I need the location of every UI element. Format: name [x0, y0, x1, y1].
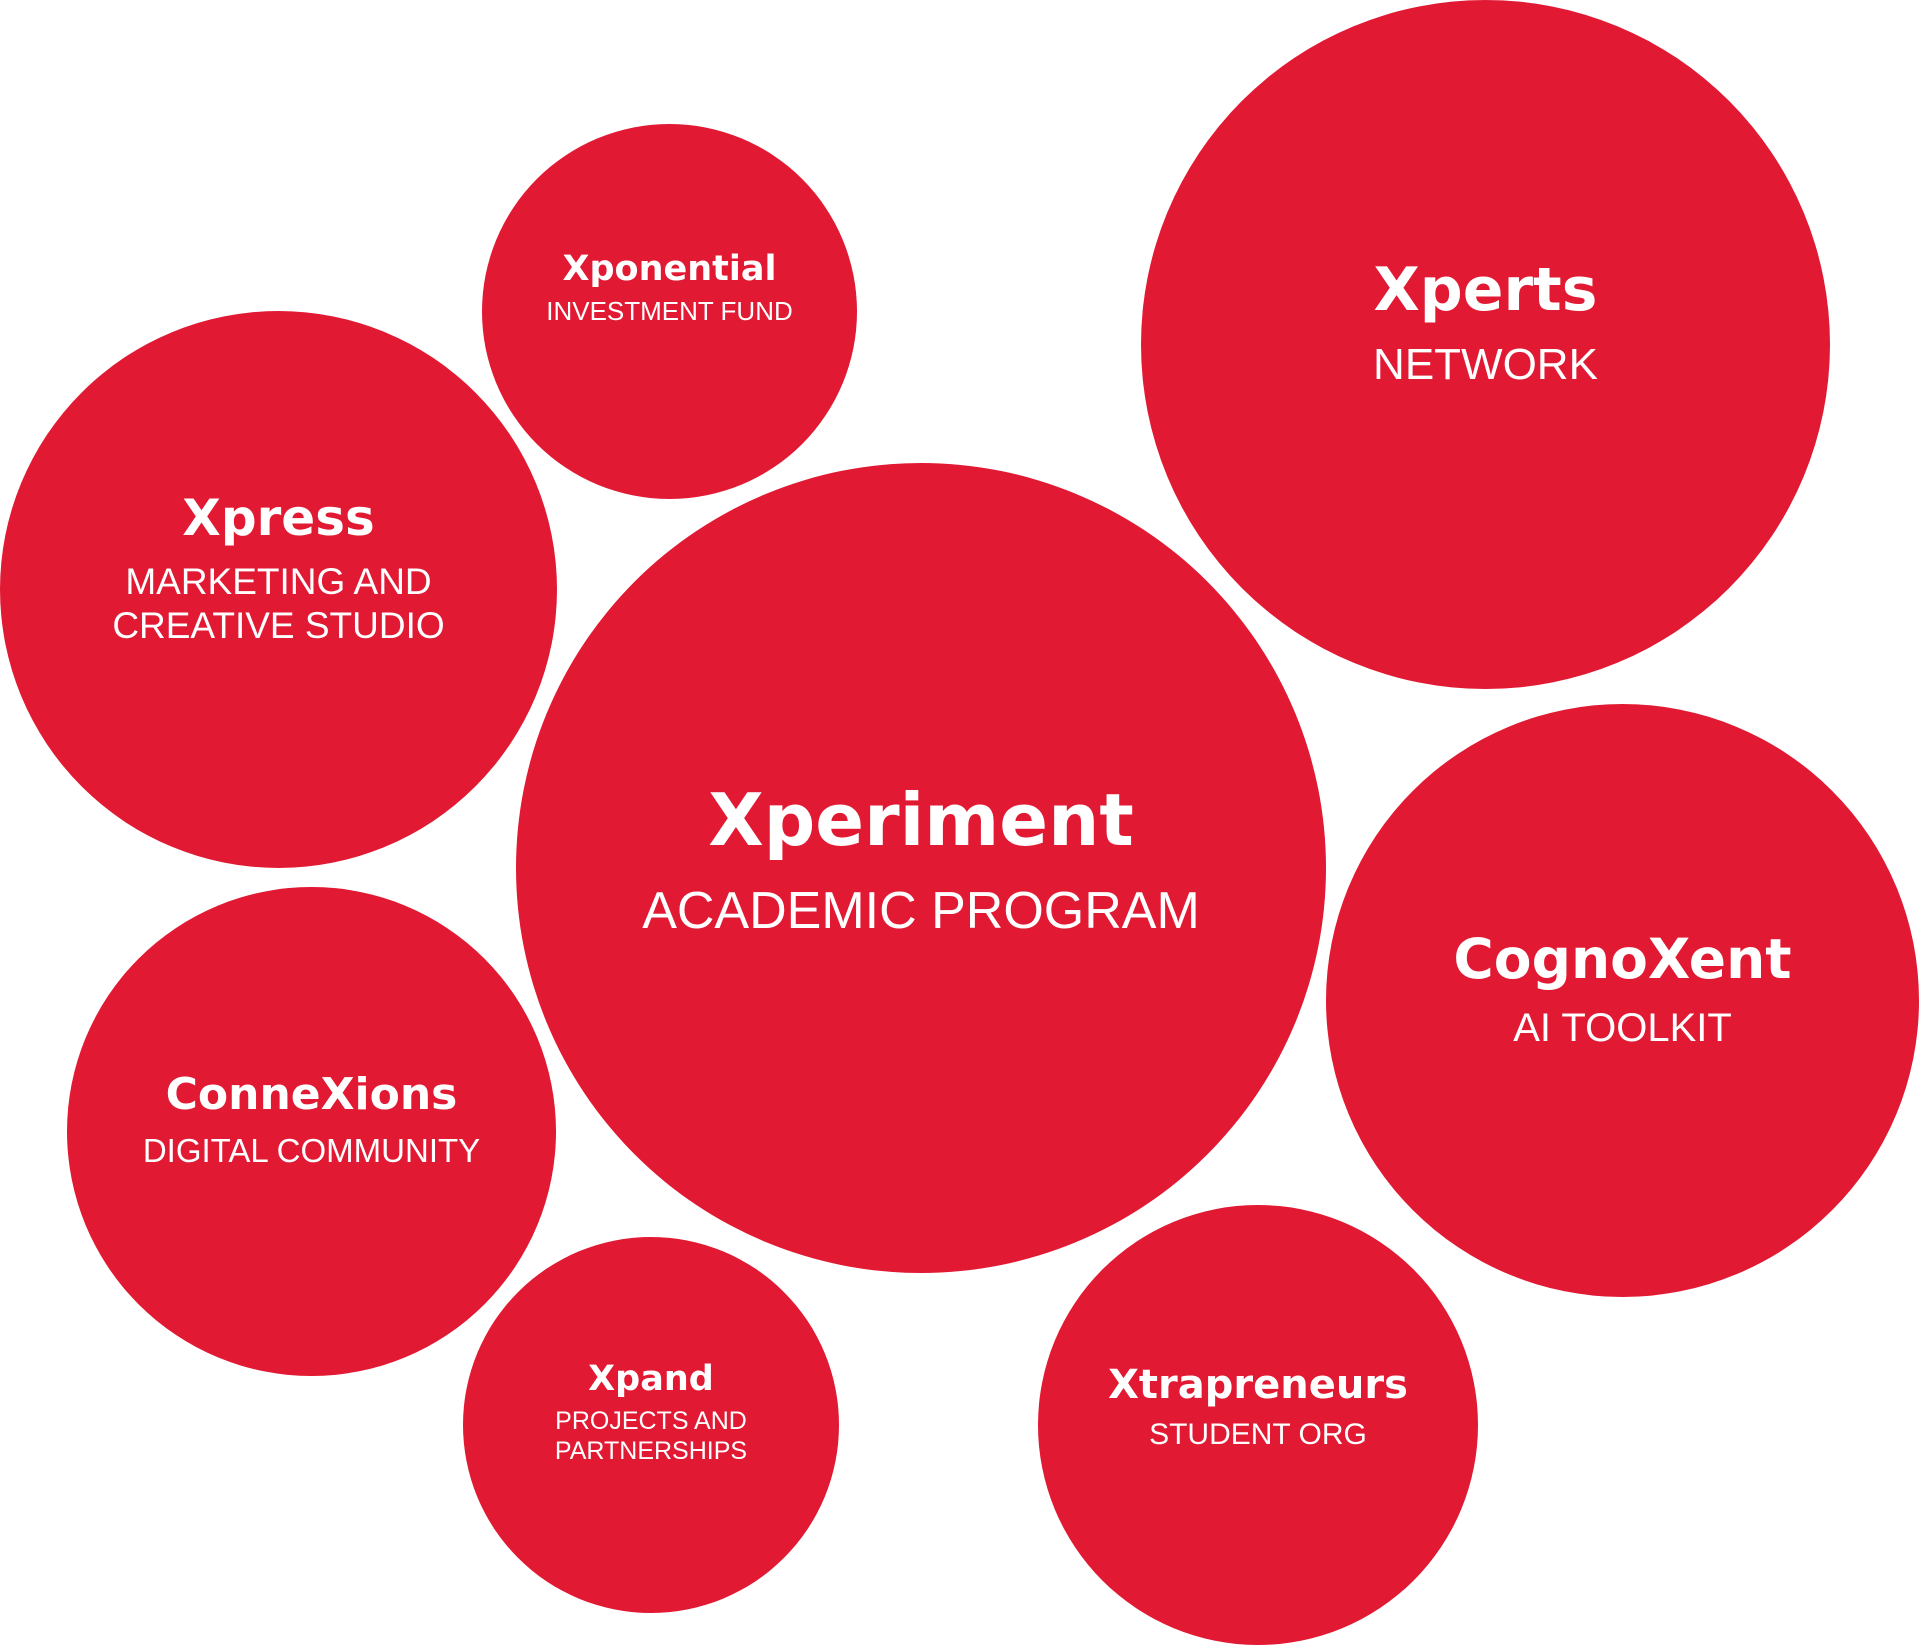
bubble-title: ConneXions: [165, 1068, 458, 1120]
bubble-subtitle: STUDENT ORG: [1149, 1418, 1367, 1451]
bubble-title: Xponential: [562, 248, 777, 289]
bubble-title: Xperts: [1373, 255, 1598, 326]
bubble-title: CognoXent: [1453, 927, 1792, 992]
bubble-xpand: Xpand PROJECTS AND PARTNERSHIPS: [463, 1237, 839, 1613]
bubble-title: Xperiment: [708, 778, 1134, 863]
bubble-subtitle: ACADEMIC PROGRAM: [642, 882, 1200, 941]
bubble-cognoxent: CognoXent AI TOOLKIT: [1326, 704, 1919, 1297]
bubble-subtitle: NETWORK: [1373, 340, 1598, 390]
bubble-title: Xpress: [182, 488, 375, 547]
bubble-xponential: Xponential INVESTMENT FUND: [482, 124, 857, 499]
bubble-title: Xtrapreneurs: [1108, 1362, 1408, 1408]
bubble-xperts: Xperts NETWORK: [1141, 0, 1830, 689]
bubble-subtitle: MARKETING AND CREATIVE STUDIO: [112, 560, 445, 646]
bubble-connexions: ConneXions DIGITAL COMMUNITY: [67, 887, 556, 1376]
bubble-subtitle: AI TOOLKIT: [1513, 1005, 1732, 1050]
bubble-subtitle: INVESTMENT FUND: [546, 296, 793, 327]
bubble-subtitle: DIGITAL COMMUNITY: [142, 1131, 481, 1169]
bubble-xpress: Xpress MARKETING AND CREATIVE STUDIO: [0, 311, 557, 868]
bubble-title: Xpand: [588, 1358, 714, 1399]
bubble-xperiment: Xperiment ACADEMIC PROGRAM: [516, 463, 1326, 1273]
bubble-subtitle: PROJECTS AND PARTNERSHIPS: [554, 1407, 748, 1466]
bubble-xtrapreneurs: Xtrapreneurs STUDENT ORG: [1038, 1205, 1478, 1645]
